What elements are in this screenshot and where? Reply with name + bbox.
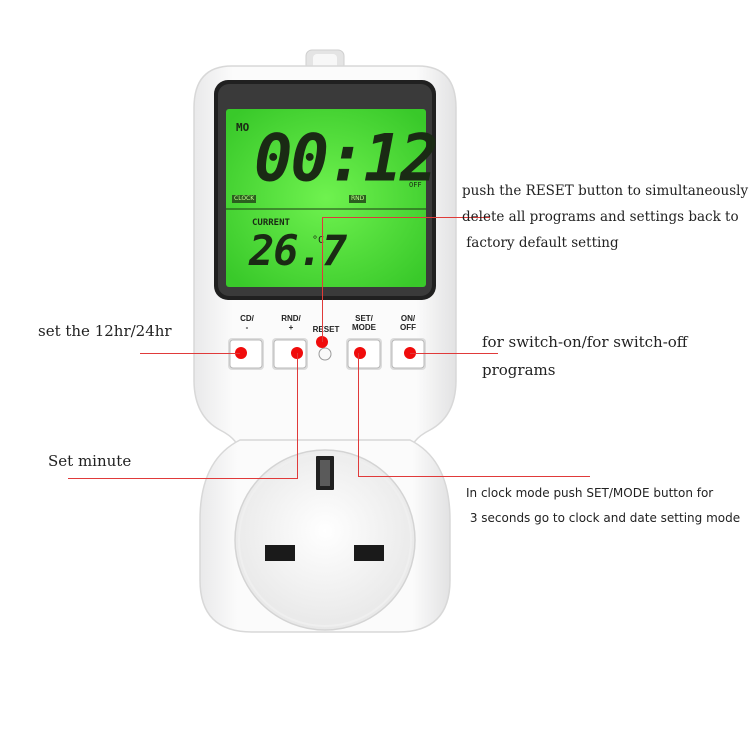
rnd-leader-horizontal xyxy=(68,478,298,479)
set-mode-button-label: SET/ MODE xyxy=(352,314,376,332)
cd-callout-dot xyxy=(235,347,247,359)
neutral-slot xyxy=(354,545,384,561)
hr-annotation: set the 12hr/24hr xyxy=(38,322,172,340)
reset-leader-horizontal xyxy=(322,217,490,218)
lcd-off-indicator: OFF xyxy=(409,181,422,189)
live-slot xyxy=(265,545,295,561)
set-mode-leader-horizontal xyxy=(358,476,590,477)
reset-annotation: push the RESET button to simultaneously … xyxy=(462,183,749,251)
on-off-annotation: for switch-on/for switch-off programs xyxy=(482,333,688,379)
lcd-temperature: 26.7 xyxy=(249,226,347,275)
lcd-day: MO xyxy=(236,121,250,134)
lcd-clock-tag: CLOCK xyxy=(232,195,257,203)
lcd-time: 00:12 xyxy=(254,121,439,197)
reset-button-label: RESET xyxy=(312,325,340,334)
on-off-button-label: ON/ OFF xyxy=(400,314,416,332)
reset-button[interactable] xyxy=(318,347,332,361)
reset-leader-vertical xyxy=(322,217,323,342)
reset-callout-dot xyxy=(316,336,328,348)
minute-annotation: Set minute xyxy=(48,452,132,470)
rnd-leader-vertical xyxy=(297,353,298,478)
lcd-screen xyxy=(226,109,426,287)
socket-face xyxy=(234,449,416,631)
cd-button-label: CD/ - xyxy=(240,314,254,332)
set-mode-callout-dot xyxy=(354,347,366,359)
lcd-current-label: CURRENT xyxy=(252,218,290,228)
lcd-rnd-tag: RND xyxy=(349,195,367,203)
reset-pinhole xyxy=(318,347,332,361)
lcd-temperature-unit: °C xyxy=(312,235,325,246)
on-off-leader-line xyxy=(410,353,498,354)
set-mode-annotation: In clock mode push SET/MODE button for 3… xyxy=(466,486,741,525)
rnd-button-label: RND/ + xyxy=(281,314,301,332)
set-mode-leader-vertical xyxy=(358,353,359,476)
cd-leader-line xyxy=(140,353,240,354)
